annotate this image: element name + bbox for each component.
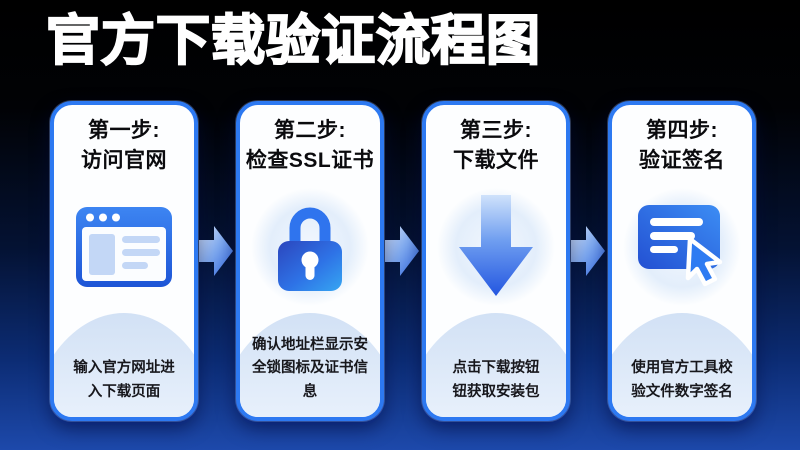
step-3-desc-line1: 点击下载按钮 [431, 357, 561, 380]
step-2-title: 检查SSL证书 [245, 148, 375, 172]
step-3-heading: 第三步: 下载文件 [426, 116, 566, 176]
card-glow-dome [240, 313, 380, 417]
step-2-label: 第二步: [274, 119, 346, 142]
step-1-description: 输入官方网址进 入下载页面 [59, 357, 189, 404]
signed-document-cursor-icon [638, 204, 723, 286]
right-arrow-icon [199, 226, 233, 276]
step-card-1: 第一步: 访问官网 输入官方网址进 入下载页面 [50, 101, 198, 421]
step-3-icon-area [426, 180, 566, 314]
step-3-label: 第三步: [460, 119, 532, 142]
step-1-title: 访问官网 [81, 148, 167, 172]
flowchart: 第一步: 访问官网 输入官方网址进 入下载页面 [50, 101, 756, 421]
step-4-desc-line1: 使用官方工具校 [631, 360, 733, 377]
step-2-desc-line1: 确认地址栏显示安 [252, 336, 368, 353]
card-glow-dome [426, 313, 566, 417]
step-1-icon-area [54, 180, 194, 314]
ssl-lock-icon [278, 207, 342, 291]
step-card-2: 第二步: 检查SSL证书 确认地址栏显示安 全锁图标及证书信息 [236, 101, 384, 421]
download-arrow-icon [459, 194, 533, 296]
step-4-icon-area [612, 180, 752, 314]
step-4-label: 第四步: [646, 119, 718, 142]
step-4-desc-line2: 验文件数字签名 [631, 383, 733, 400]
step-3-desc-line2: 钮获取安装包 [452, 383, 540, 400]
step-3-title: 下载文件 [453, 148, 539, 172]
right-arrow-icon [385, 226, 419, 276]
step-2-heading: 第二步: 检查SSL证书 [240, 116, 380, 176]
step-3-desc-line1-bold: 钮 [525, 360, 540, 377]
step-3-description: 点击下载按钮 钮获取安装包 [431, 357, 561, 404]
step-card-4: 第四步: 验证签名 使用官方工具校 验文件数字签名 [608, 101, 756, 421]
step-3-desc-line1-text: 点击下载按 [452, 360, 526, 377]
step-4-title: 验证签名 [639, 148, 725, 172]
step-1-heading: 第一步: 访问官网 [54, 116, 194, 176]
step-2-description: 确认地址栏显示安 全锁图标及证书信息 [245, 334, 375, 404]
card-glow-dome [612, 313, 752, 417]
page-title: 官方下载验证流程图 [45, 10, 541, 72]
step-4-heading: 第四步: 验证签名 [612, 116, 752, 176]
step-card-3: 第三步: 下载文件 点击下载按钮 钮获取安装包 [422, 101, 570, 421]
step-1-label: 第一步: [88, 119, 160, 142]
step-2-icon-area [240, 180, 380, 314]
step-1-desc-line2: 入下载页面 [87, 383, 161, 400]
browser-window-icon [76, 206, 172, 287]
card-glow-dome [54, 313, 194, 417]
step-1-desc-line1: 输入官方网址进 [73, 360, 175, 377]
step-2-desc-line2: 全锁图标及证书信息 [252, 360, 368, 400]
right-arrow-icon [571, 226, 605, 276]
step-4-description: 使用官方工具校 验文件数字签名 [617, 357, 747, 404]
